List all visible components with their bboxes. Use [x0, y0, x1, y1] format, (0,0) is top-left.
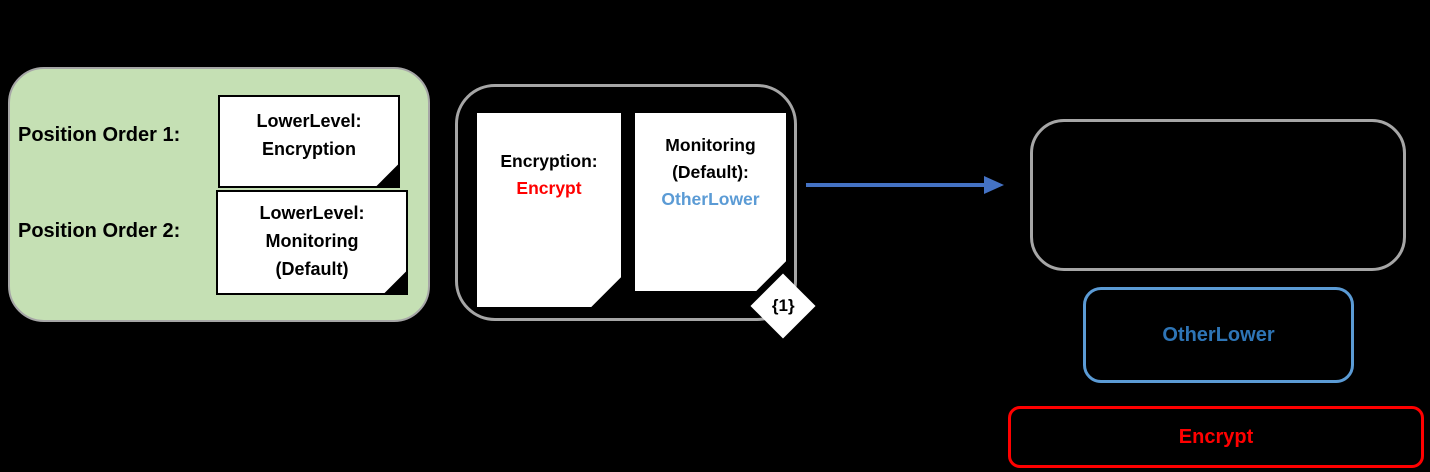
note-line: (Default): [275, 259, 349, 279]
folded-corner-icon: [384, 271, 408, 295]
note-lowerlevel-encryption: LowerLevel: Encryption: [218, 95, 400, 188]
note-monitoring-otherlower: Monitoring (Default): OtherLower: [633, 111, 788, 293]
note-line-otherlower: OtherLower: [661, 189, 760, 209]
position-order-2-label: Position Order 2:: [18, 220, 181, 242]
note-line: Monitoring: [665, 135, 756, 155]
otherlower-label: OtherLower: [1162, 323, 1275, 346]
note-encryption-encrypt: Encryption: Encrypt: [475, 111, 623, 309]
result-empty-box: [1030, 119, 1406, 271]
note-line: LowerLevel:: [256, 111, 362, 131]
note-lowerlevel-monitoring: LowerLevel: Monitoring (Default): [216, 190, 408, 295]
note-line: LowerLevel:: [259, 203, 365, 223]
note-line: Encryption: [261, 139, 356, 159]
arrow-icon: [806, 176, 1004, 194]
note-line: Monitoring: [265, 231, 359, 251]
merged-policy-container: [455, 84, 797, 321]
otherlower-box: OtherLower: [1083, 287, 1354, 383]
encrypt-box: Encrypt: [1008, 406, 1424, 468]
folded-corner-icon: [591, 277, 623, 309]
note-line-encrypt: Encrypt: [516, 178, 582, 198]
cardinality-label: {1}: [771, 296, 795, 315]
encrypt-label: Encrypt: [1178, 425, 1254, 448]
note-line: Encryption:: [500, 151, 598, 171]
note-line: (Default):: [672, 162, 749, 182]
folded-corner-icon: [376, 164, 400, 188]
position-order-1-label: Position Order 1:: [18, 124, 181, 146]
